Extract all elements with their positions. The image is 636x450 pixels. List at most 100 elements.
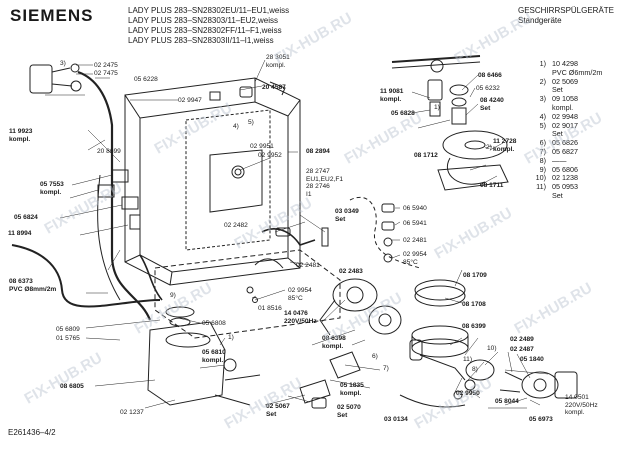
part-label: 05 6808 [202,320,226,327]
category-title: GESCHIRRSPÜLGERÄTE [518,6,615,15]
legend-row: 3)09 1058 [539,94,578,104]
drawing-reference: E261436–4/2 [8,428,56,437]
part-label: 05 6973 [529,416,553,423]
legend-row: 4)02 9948 [539,111,578,121]
part-label: 20 4587 [262,84,286,91]
legend-row: 5)02 9017 [539,120,578,130]
part-label: 08 6466 [478,72,502,79]
part-label: 11) [463,356,473,363]
part-label: 05 6828 [391,110,415,117]
part-label: 05 8044 [495,398,519,405]
legend-row: 1)10 4298 [539,59,578,68]
legend-row: Set [552,190,563,200]
part-label: 02 2482 [224,222,248,229]
part-label: 08 6399 [462,323,486,330]
part-label: 7) [383,365,389,372]
part-label: 03 0134 [384,416,408,423]
model-line: LADY PLUS 283–SN28303/11–EU2,weiss [128,16,279,25]
part-label: 02 9952 [258,152,282,159]
legend-row: PVC Ø6mm/2m [552,67,603,77]
part-label: 08 1709 [463,272,487,279]
part-label: 05 6824 [14,214,38,221]
part-label: 1) [434,104,440,111]
inlet-valve [29,64,53,94]
part-label: 02 2481 [403,237,427,244]
part-label: 20 8699 [97,148,121,155]
tub-base [154,249,341,339]
part-label: 02 9950 [456,390,480,397]
part-label: 02 2489 [510,336,534,343]
part-label: 1) [228,334,234,341]
part-label: 06 5940 [403,205,427,212]
part-label: 02 1237 [120,409,144,416]
legend-row: 10)02 1238 [535,173,578,183]
legend-row: Set [552,129,563,139]
model-line: LADY PLUS 283–SN28303II/11–I1,weiss [128,36,274,45]
legend-row: 6)05 6826 [539,138,578,148]
part-label: 5) [248,119,254,126]
part-label: 11 8994 [8,230,32,237]
part-label: 02 2475 [94,62,118,69]
footnote-legend: 1)10 4298 PVC Ø6mm/2m 2)02 5069 Set 3)09… [532,59,603,201]
category-block: GESCHIRRSPÜLGERÄTE Standgeräte [518,6,614,26]
upper-spray-arm [391,55,481,63]
part-label: 01 8516 [258,305,282,312]
part-label: 02 2481 [296,262,320,269]
door-frame [185,109,271,251]
part-label: 06 5941 [403,220,427,227]
legend-row: kompl. [552,102,574,112]
legend-row: 7)05 6827 [539,146,578,156]
fine-filter [414,279,466,301]
legend-row: 11)05 0953 [536,182,578,192]
legend-row: 8)—— [539,155,567,165]
circulation-pump [332,278,378,312]
part-label: 08 1712 [414,152,438,159]
model-line: LADY PLUS 283–SN28302FF/11–F1,weiss [128,26,282,35]
part-label: 08 6805 [60,383,84,390]
part-label: 10) [487,345,497,352]
model-list: LADY PLUS 283–SN28302EU/11–EU1,weiss LAD… [128,6,289,46]
part-label: 05 6228 [134,76,158,83]
brand-logo: SIEMENS [10,6,94,25]
legend-row: Set [552,85,563,95]
category-subtitle: Standgeräte [518,16,562,25]
part-label: 2) [486,144,492,151]
part-label: 8) [472,366,478,373]
part-label: 08 1711 [480,182,504,189]
filter-plate [442,130,508,160]
sump-housing [147,321,226,406]
part-label: 02 2487 [510,346,534,353]
part-label: 02 9947 [178,97,202,104]
legend-row: 9)05 6806 [539,164,578,174]
part-label: 05 1840 [520,356,544,363]
tub-shell [124,77,301,286]
part-label: 01 5765 [56,335,80,342]
part-label: 05 6809 [56,326,80,333]
model-line: LADY PLUS 283–SN28302EU/11–EU1,weiss [128,6,290,15]
part-label: 08 1708 [462,301,486,308]
part-label: 3) [60,60,66,67]
drain-pump [521,371,559,399]
part-label: 05 6232 [476,85,500,92]
part-label: 9) [170,292,176,299]
part-label: 02 2483 [339,268,363,275]
part-label: 02 9951 [250,143,274,150]
legend-row: 2)02 5069 [539,76,578,86]
